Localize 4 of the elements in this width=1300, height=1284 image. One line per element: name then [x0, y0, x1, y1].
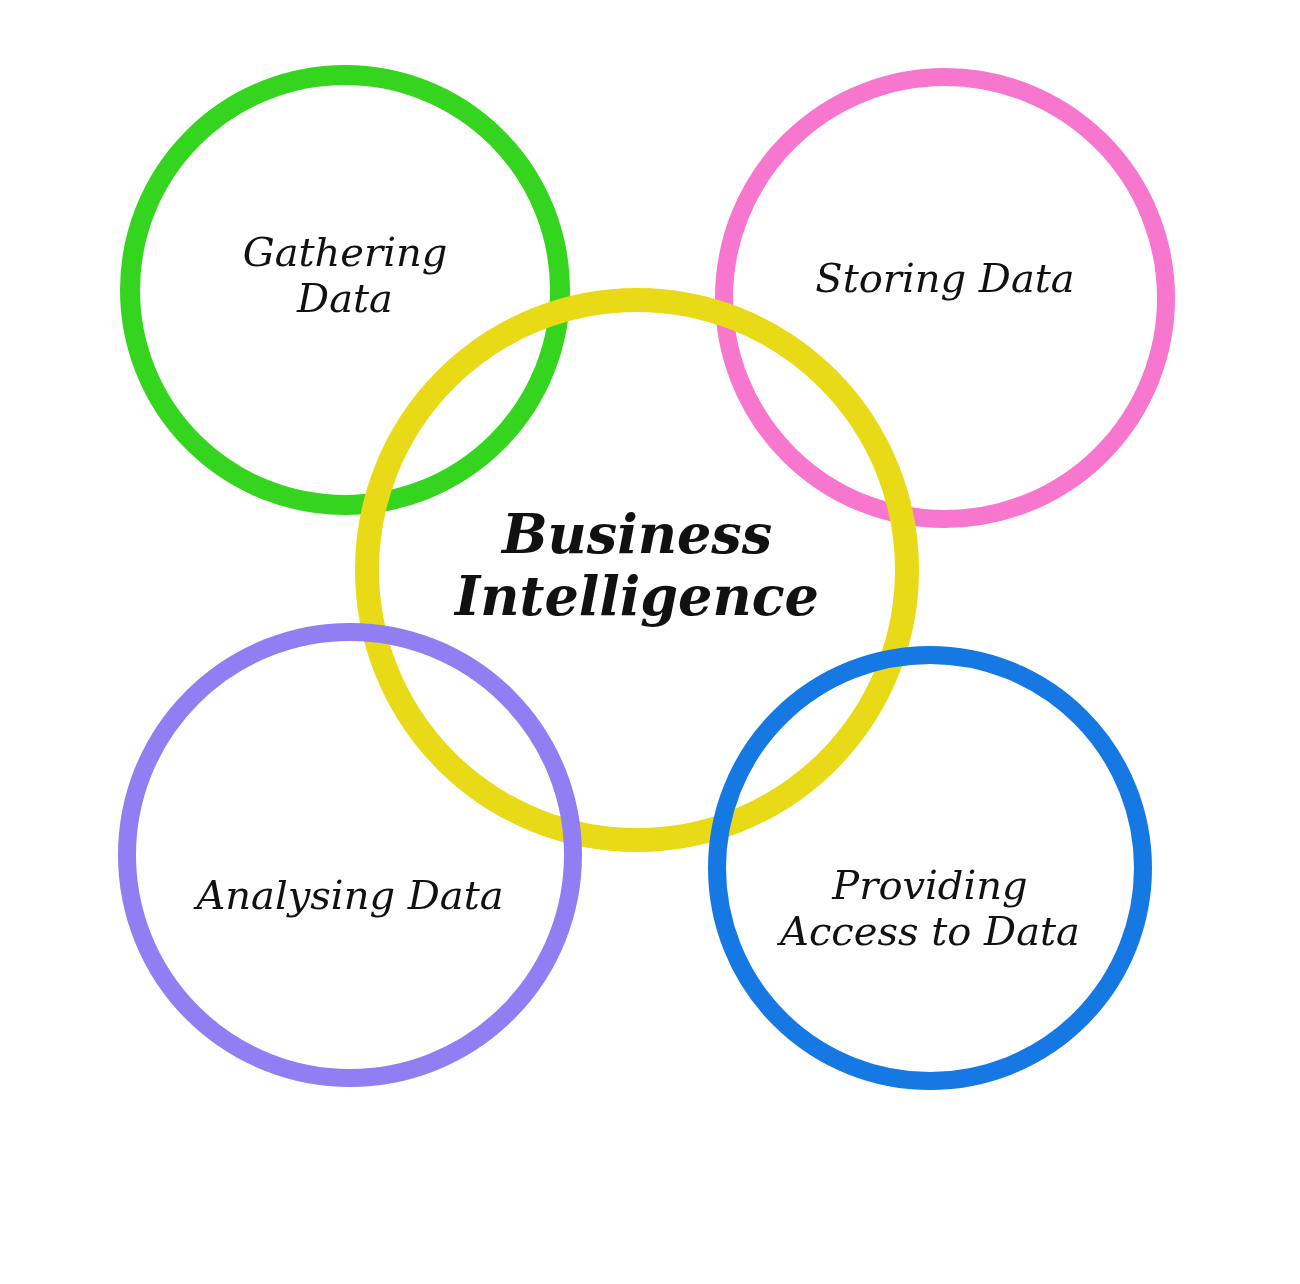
circle-label: Business Intelligence	[452, 502, 820, 628]
circle-label: Storing Data	[815, 255, 1075, 301]
circle-outline	[708, 646, 1152, 1090]
circle-label: Gathering Data	[241, 229, 449, 321]
